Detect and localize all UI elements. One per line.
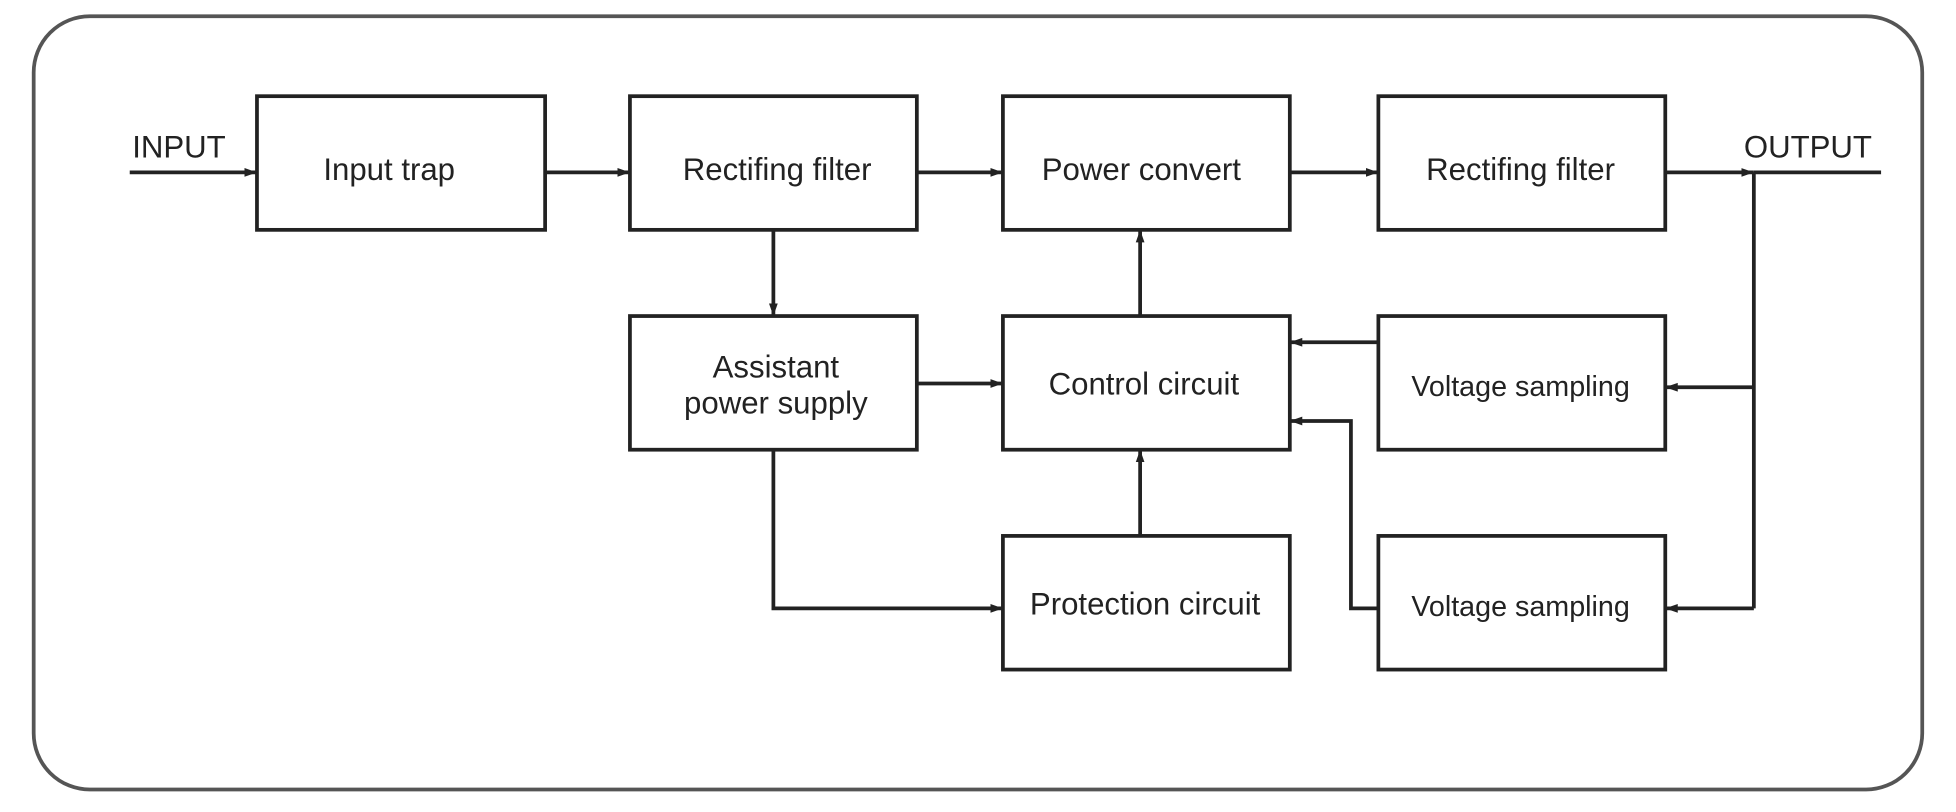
input-trap-box: [255, 94, 547, 232]
protection-circuit-box: [1001, 534, 1292, 672]
assistant-power-label-line2: power supply: [684, 385, 868, 420]
outer-frame: [31, 14, 1925, 792]
input-trap-label: Input trap: [323, 152, 455, 187]
assistant-to-protection-arrow: [771, 449, 1003, 613]
control-circuit-label: Control circuit: [1049, 367, 1240, 402]
rectifing-filter-box-2: [1376, 94, 1668, 232]
voltage-sampling-label-2: Voltage sampling: [1411, 591, 1629, 623]
input-label: INPUT: [132, 129, 225, 164]
power-convert-label: Power convert: [1042, 152, 1242, 187]
assistant-power-label-line1: Assistant: [713, 349, 840, 384]
power-convert-box: [1001, 94, 1292, 232]
sampling2-to-control-arrow: [1289, 416, 1379, 611]
protection-circuit-label: Protection circuit: [1030, 587, 1261, 622]
rectifing-filter-label-1: Rectifing filter: [683, 152, 872, 187]
output-label: OUTPUT: [1744, 129, 1872, 164]
voltage-sampling-box-2: [1376, 534, 1668, 672]
rectifing-filter-label-2: Rectifing filter: [1426, 152, 1615, 187]
voltage-sampling-label-1: Voltage sampling: [1411, 371, 1629, 403]
